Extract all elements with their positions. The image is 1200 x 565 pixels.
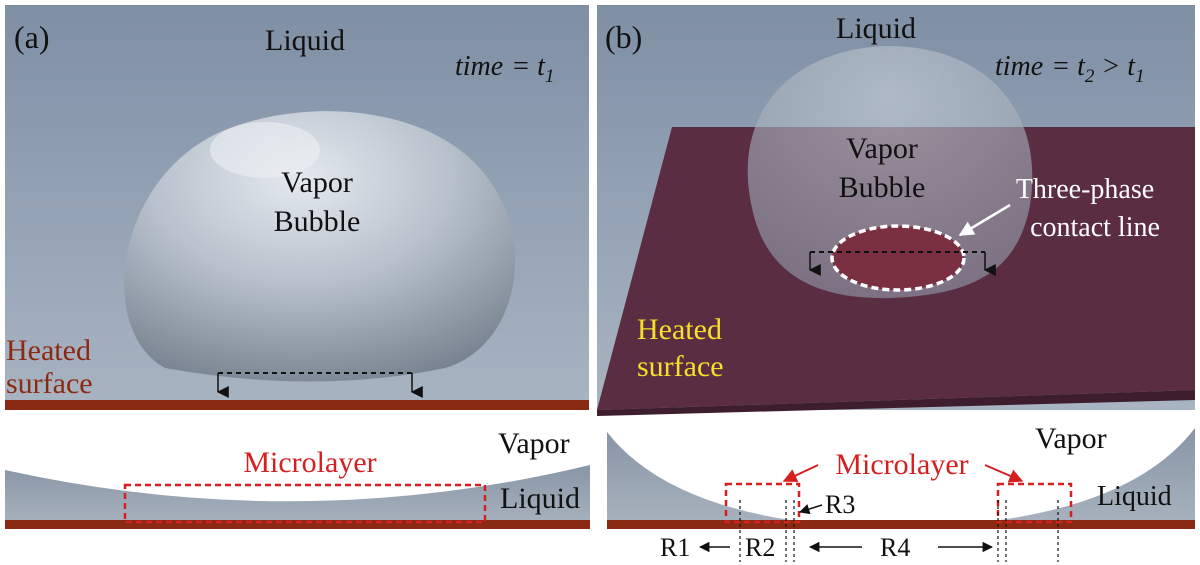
contact-line-label-line2: contact line bbox=[1030, 212, 1160, 243]
bubble-label-b-line2: Bubble bbox=[839, 171, 926, 204]
time-word-b: time bbox=[995, 51, 1043, 82]
liquid-label-a: Liquid bbox=[265, 24, 345, 57]
r1-label: R1 bbox=[660, 533, 690, 562]
time-gt-b: > t bbox=[1094, 51, 1136, 82]
vapor-label-b: Vapor bbox=[1035, 422, 1107, 455]
heated-label-a-line1: Heated bbox=[6, 334, 91, 367]
bubble-label-a-line1: Vapor bbox=[281, 166, 353, 199]
time-sub-b: 2 bbox=[1085, 66, 1095, 87]
wall-strip-a bbox=[5, 520, 590, 529]
microlayer-box-left-b bbox=[724, 482, 801, 524]
heated-wall-a bbox=[5, 400, 589, 410]
contact-line-pointer bbox=[958, 203, 1011, 237]
panel-a: (a) Liquid time= t1 Vapor Bubble Heated … bbox=[5, 5, 589, 410]
detail-a: Microlayer Vapor Liquid bbox=[5, 427, 590, 529]
r2-label: R2 bbox=[745, 533, 775, 562]
bubble-highlight-a bbox=[210, 122, 320, 178]
time-sub2-b: 1 bbox=[1135, 66, 1145, 87]
vapor-bubble-a bbox=[124, 111, 516, 382]
microlayer-box-a bbox=[123, 483, 487, 524]
microlayer-label-b: Microlayer bbox=[835, 448, 968, 481]
heated-label-b-line2: surface bbox=[637, 350, 724, 383]
microlayer-label-a: Microlayer bbox=[243, 446, 376, 479]
liquid-meniscus-right bbox=[1000, 428, 1195, 520]
time-sub-a: 1 bbox=[545, 66, 555, 87]
r3-label: R3 bbox=[825, 490, 855, 519]
heated-plate-edge-b bbox=[597, 390, 1195, 416]
r4-label: R4 bbox=[880, 533, 910, 562]
heated-label-b-line1: Heated bbox=[637, 313, 722, 346]
time-eq-b: = t bbox=[1051, 51, 1086, 82]
liquid-meniscus-left bbox=[607, 432, 790, 520]
panel-a-tag: (a) bbox=[14, 19, 50, 55]
contact-line-label-line1: Three-phase bbox=[1016, 174, 1154, 205]
wall-strip-b bbox=[607, 520, 1195, 529]
panel-b: (b) Liquid time = t2 > t1 Vapor Bubble Th… bbox=[597, 5, 1195, 416]
panel-b-tag: (b) bbox=[605, 19, 642, 55]
three-phase-contact-ellipse bbox=[830, 224, 966, 292]
dry-spot-b bbox=[832, 226, 964, 290]
detail-b: Microlayer Vapor Liquid R1 R2 R3 R4 bbox=[607, 422, 1195, 562]
liquid-label-b: Liquid bbox=[836, 12, 916, 45]
liquid-label-detail-a: Liquid bbox=[500, 482, 580, 515]
time-label-b: time = t2 > t1 bbox=[995, 51, 1145, 87]
time-word-a: time bbox=[455, 51, 503, 82]
vapor-label-a: Vapor bbox=[498, 427, 570, 460]
microlayer-pointer-left bbox=[782, 464, 819, 482]
r3-arrow bbox=[798, 504, 823, 515]
bubble-label-b-line1: Vapor bbox=[846, 132, 918, 165]
time-label-a: time = t1 bbox=[455, 51, 554, 87]
liquid-film-a bbox=[5, 465, 590, 522]
microlayer-pointer-right bbox=[984, 464, 1024, 483]
liquid-label-detail-b: Liquid bbox=[1097, 481, 1172, 512]
time-eq-a: = t bbox=[511, 51, 546, 82]
heated-label-a-line2: surface bbox=[6, 367, 93, 400]
bubble-label-a-line2: Bubble bbox=[274, 205, 361, 238]
